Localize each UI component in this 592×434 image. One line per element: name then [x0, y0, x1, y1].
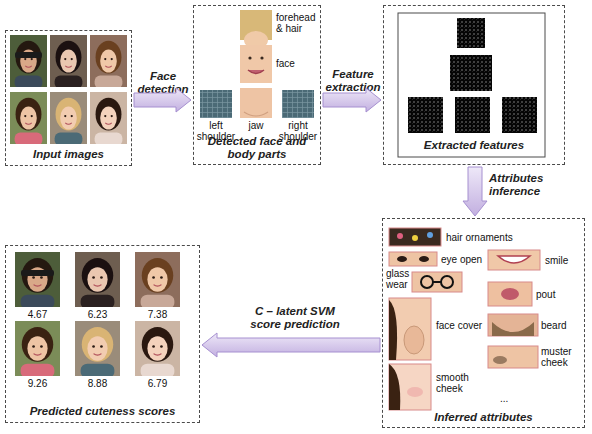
- part-label: smile: [545, 255, 583, 266]
- smile-shape: [498, 256, 530, 263]
- cheek-blush: [407, 387, 423, 397]
- eye-shape: [397, 256, 407, 262]
- attribute-thumb: [389, 252, 437, 266]
- ornament-dot: [397, 233, 403, 239]
- block-arrow: [463, 167, 487, 216]
- cheek-mark: [493, 356, 507, 364]
- caption-group: Predicted cuteness scores: [8, 405, 197, 418]
- part-label: face: [276, 58, 316, 69]
- part-label: glass wear: [386, 268, 412, 290]
- lips-shape: [501, 288, 519, 300]
- ornament-dot: [412, 235, 418, 241]
- caption-group: Extracted features: [386, 139, 562, 152]
- score-value: 7.38: [135, 309, 180, 320]
- edge-label: Attributes inference: [489, 172, 561, 198]
- score-value: 8.88: [75, 378, 120, 389]
- attribute-thumb: [412, 272, 462, 292]
- stage-caption: Extracted features: [424, 139, 524, 152]
- stage-caption: Predicted cuteness scores: [30, 405, 176, 418]
- input-photo: [50, 35, 87, 89]
- scored-photo: [15, 252, 60, 309]
- feature-map: [408, 97, 443, 133]
- feature-map: [502, 97, 537, 133]
- eye-dot: [260, 56, 263, 59]
- glasses-lens: [421, 276, 433, 288]
- part-label: beard: [541, 320, 581, 331]
- shoulder-crop: [200, 90, 232, 118]
- caption-group: Input images: [8, 148, 129, 161]
- shoulder-crop: [282, 90, 314, 118]
- part-label: muster cheek: [541, 346, 581, 368]
- jaw-crop: [240, 88, 272, 118]
- eye-shape: [419, 256, 429, 262]
- attribute-thumb: [389, 228, 441, 246]
- stage-caption: Inferred attributes: [434, 411, 532, 424]
- score-value: 4.67: [15, 309, 60, 320]
- beard-shape: [492, 322, 534, 336]
- input-photo: [10, 92, 47, 146]
- part-label: pout: [536, 289, 576, 300]
- score-value: 6.79: [135, 378, 180, 389]
- attribute-thumb: [488, 346, 538, 368]
- face-crop: [240, 45, 272, 83]
- scored-photo: [135, 321, 180, 378]
- sunglasses: [21, 270, 54, 276]
- part-label: hair ornaments: [446, 232, 526, 243]
- input-photo: [50, 92, 87, 146]
- hand-shape: [404, 326, 424, 354]
- part-label: smooth cheek: [436, 372, 476, 394]
- attribute-thumb: [389, 364, 431, 410]
- attribute-thumb: [488, 250, 540, 270]
- part-label: face cover: [436, 320, 486, 331]
- feature-map: [457, 18, 485, 48]
- part-label: left shoulder: [194, 120, 238, 142]
- part-label: right shoulder: [276, 120, 320, 142]
- scored-photo: [135, 252, 180, 309]
- score-value: 6.23: [75, 309, 120, 320]
- input-photo: [90, 35, 127, 89]
- jaw-line: [244, 112, 268, 116]
- input-photo: [10, 35, 47, 89]
- score-value: 9.26: [15, 378, 60, 389]
- scored-photo: [75, 321, 120, 378]
- part-label: eye open: [441, 254, 487, 265]
- part-label: jaw: [240, 120, 272, 131]
- sunglasses: [15, 52, 42, 58]
- attribute-thumb: [488, 282, 532, 306]
- attribute-thumb: [389, 298, 431, 360]
- scored-photo: [15, 321, 60, 378]
- feature-map: [450, 55, 492, 91]
- hair-shape: [389, 300, 397, 360]
- caption-group: Inferred attributes: [385, 411, 582, 424]
- block-arrow: [202, 333, 380, 357]
- stage-caption: Input images: [33, 148, 104, 161]
- hair-shape: [389, 364, 400, 410]
- input-photo: [90, 92, 127, 146]
- part-label: ...: [500, 393, 530, 404]
- edge-label: Feature extraction: [322, 68, 384, 94]
- stage-box: Extracted features: [383, 5, 565, 165]
- feature-map: [455, 97, 490, 133]
- part-label: forehead & hair: [276, 12, 321, 34]
- ornament-dot: [427, 232, 433, 238]
- scored-photo: [75, 252, 120, 309]
- edge-label: Face detection: [134, 70, 192, 96]
- attribute-thumb: [488, 314, 538, 336]
- stage-box: Predicted cuteness scores: [5, 245, 200, 423]
- edge-label: C – latent SVM score prediction: [240, 305, 350, 331]
- eye-dot: [248, 56, 251, 59]
- mouth-line: [248, 70, 264, 74]
- glasses-bridge: [433, 281, 441, 283]
- stage-box: Input images: [5, 30, 132, 166]
- glasses-lens: [441, 276, 453, 288]
- feature-frame: [398, 13, 545, 157]
